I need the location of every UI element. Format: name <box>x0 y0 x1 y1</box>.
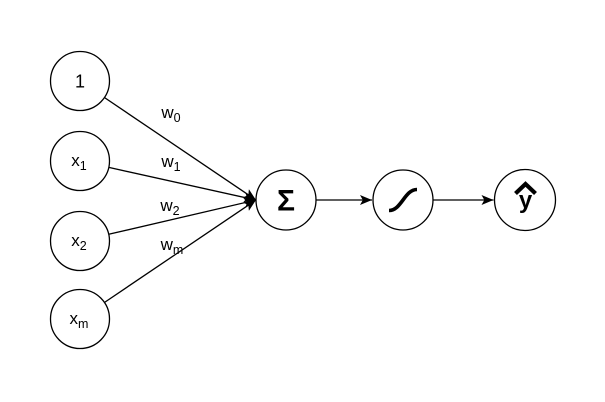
node-x1: x1 <box>49 130 111 192</box>
node-x2-circle <box>49 210 111 272</box>
weight-labels: w0 w1 w2 wm <box>159 103 183 257</box>
input-edges <box>104 96 257 304</box>
node-sum-circle <box>255 169 317 231</box>
weight-label-wm: wm <box>160 235 184 257</box>
node-x1-label: x1 <box>71 151 87 173</box>
edge-xm-to-sum <box>104 199 257 304</box>
hat-icon <box>514 181 537 196</box>
node-xm: xm <box>49 288 111 350</box>
node-sum: Σ <box>255 169 317 231</box>
weight-label-w2: w2 <box>159 196 179 218</box>
node-xm-circle <box>49 288 111 350</box>
edge-x2-to-sum <box>108 197 257 235</box>
node-activation <box>372 169 434 231</box>
sigmoid-icon <box>388 187 418 213</box>
node-bias-circle <box>49 50 111 112</box>
weight-label-w1: w1 <box>160 152 180 174</box>
node-bias: 1 <box>49 50 111 112</box>
node-x2-label: x2 <box>71 231 87 253</box>
node-x2: x2 <box>49 210 111 272</box>
node-output-label: y <box>519 187 533 214</box>
sigma-symbol: Σ <box>277 185 295 218</box>
node-bias-label: 1 <box>75 72 85 92</box>
node-output-circle <box>493 168 557 232</box>
node-xm-label: xm <box>70 309 89 331</box>
weight-label-w0: w0 <box>160 103 180 125</box>
edge-x1-to-sum <box>108 166 257 203</box>
edge-bias-to-sum <box>104 96 257 201</box>
node-output: y <box>493 168 557 232</box>
node-x1-circle <box>49 130 111 192</box>
